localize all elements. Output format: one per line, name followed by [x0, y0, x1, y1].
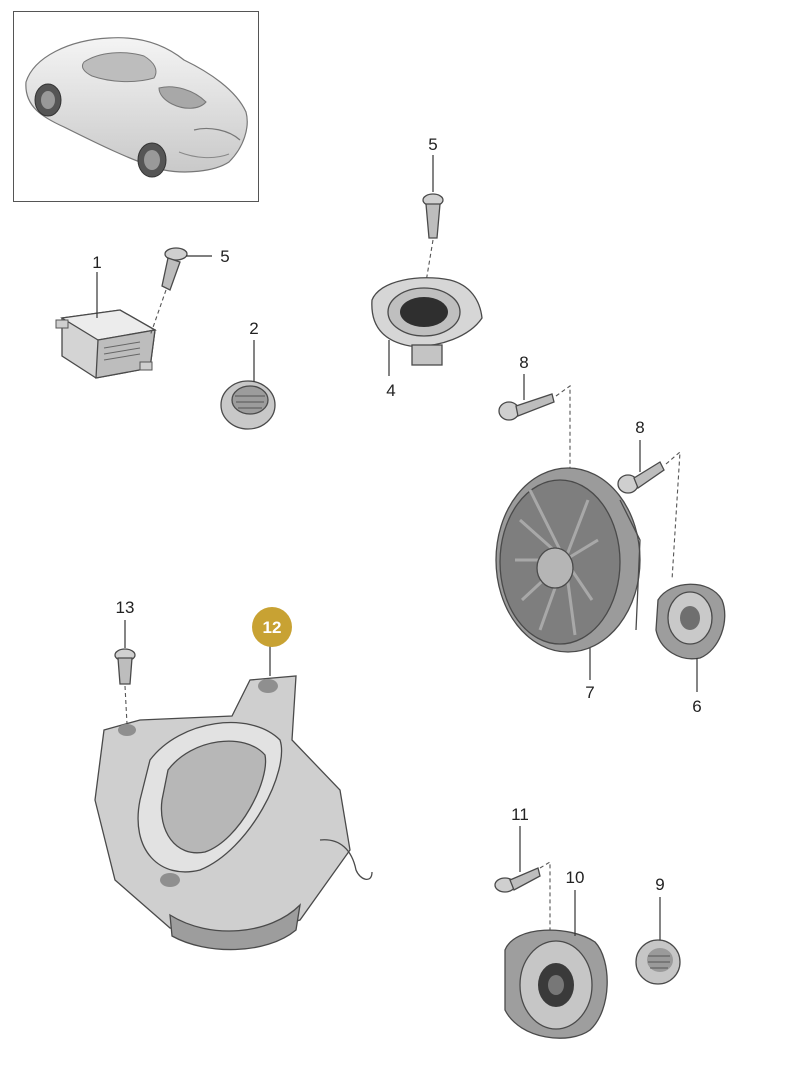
part-12-subwoofer-enclosure[interactable]: [94, 675, 373, 951]
highlight-badge-12[interactable]: [252, 607, 292, 647]
dash-13: [124, 685, 128, 725]
callout-4: 4: [386, 381, 395, 400]
dash-5a: [149, 289, 167, 337]
vehicle-thumbnail: [13, 11, 259, 202]
part-8-bolt-upper[interactable]: [498, 393, 555, 421]
callout-8-lower: 8: [635, 418, 644, 437]
callout-11: 11: [511, 805, 529, 824]
callout-9: 9: [655, 875, 664, 894]
callout-8-upper: 8: [519, 353, 528, 372]
part-5-screw-top[interactable]: [422, 193, 444, 239]
part-11-screw[interactable]: [494, 867, 541, 893]
part-10-speaker[interactable]: [504, 929, 608, 1039]
part-6-midrange-speaker[interactable]: [655, 583, 726, 660]
callout-1: 1: [92, 253, 101, 272]
dash-11: [539, 861, 551, 948]
part-8-bolt-lower[interactable]: [617, 461, 665, 494]
callout-13: 13: [116, 598, 135, 617]
part-13-screw[interactable]: [114, 648, 136, 685]
callout-6: 6: [692, 697, 701, 716]
car-illustration: [25, 37, 248, 178]
callout-2: 2: [249, 319, 258, 338]
part-5-screw-left[interactable]: [161, 247, 188, 291]
callout-5-top: 5: [428, 135, 437, 154]
callout-5-left: 5: [220, 247, 229, 266]
dash-8b: [665, 450, 681, 581]
callout-12[interactable]: 12: [263, 618, 282, 637]
part-4-speaker-bracket[interactable]: [371, 277, 483, 366]
part-7-woofer[interactable]: [495, 467, 641, 653]
part-9-tweeter[interactable]: [635, 939, 681, 985]
callout-7: 7: [585, 683, 594, 702]
dash-5b: [425, 239, 434, 283]
callout-10: 10: [566, 868, 585, 887]
part-2-tweeter[interactable]: [220, 380, 276, 430]
part-1-amplifier-module[interactable]: [55, 309, 157, 379]
